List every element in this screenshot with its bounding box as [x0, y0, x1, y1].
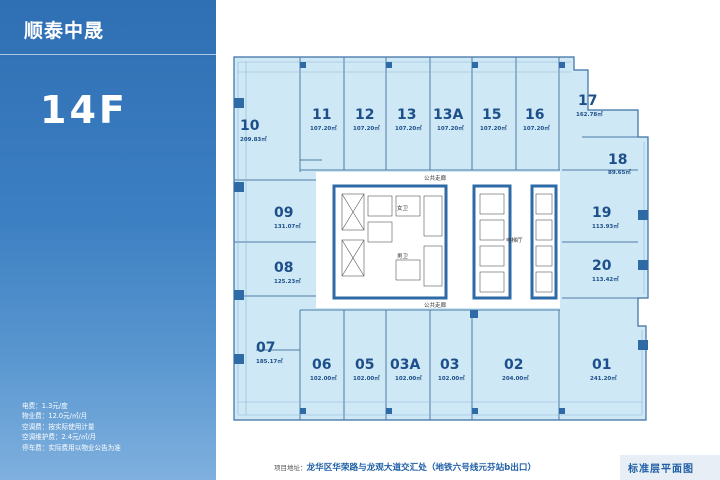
- unit-07[interactable]: 07 185.17㎡: [256, 340, 283, 365]
- unit-02[interactable]: 02 204.00㎡: [502, 357, 529, 382]
- unit-area: 131.07㎡: [274, 222, 301, 230]
- project-address: 项目地址：龙华区华荣路与龙观大道交汇处（地铁六号线元芬站b出口）: [274, 461, 536, 473]
- address-label: 项目地址：: [274, 464, 307, 472]
- plan-title: 标准层平面图: [628, 464, 694, 475]
- corridor-label-bottom: 公共走廊: [424, 301, 447, 309]
- unit-area: 107.20㎡: [353, 124, 380, 132]
- fee-electricity: 电费：1.3元/度: [22, 402, 68, 410]
- unit-20[interactable]: 20 113.42㎡: [592, 258, 619, 283]
- brand-logo: 顺泰中晟: [24, 20, 105, 42]
- unit-number: 03A: [390, 357, 420, 373]
- unit-area: 241.20㎡: [590, 374, 617, 382]
- restroom-female-label: 女卫: [397, 204, 409, 212]
- unit-number: 09: [274, 205, 293, 221]
- floor-plan: 公共走廊 公共走廊 女卫 男卫 电梯厅 10 209.83㎡ 11 107.20…: [233, 56, 649, 421]
- unit-01[interactable]: 01 241.20㎡: [590, 357, 617, 382]
- unit-area: 162.78㎡: [576, 110, 603, 118]
- elevator-hall-label: 电梯厅: [506, 236, 523, 244]
- unit-13a[interactable]: 13A 107.20㎡: [433, 107, 464, 132]
- unit-06[interactable]: 06 102.00㎡: [310, 357, 337, 382]
- unit-18[interactable]: 18 89.65㎡: [608, 152, 631, 176]
- unit-area: 113.42㎡: [592, 275, 619, 283]
- unit-08[interactable]: 08 125.23㎡: [274, 260, 301, 285]
- unit-number: 07: [256, 340, 275, 356]
- unit-area: 107.20㎡: [523, 124, 550, 132]
- unit-13[interactable]: 13 107.20㎡: [395, 107, 422, 132]
- unit-area: 89.65㎡: [608, 168, 631, 176]
- unit-area: 102.00㎡: [395, 374, 422, 382]
- floor-label: 14F: [40, 88, 128, 132]
- unit-number: 06: [312, 357, 331, 373]
- structural-columns: [234, 62, 648, 414]
- unit-area: 102.00㎡: [310, 374, 337, 382]
- unit-number: 16: [525, 107, 544, 123]
- unit-09[interactable]: 09 131.07㎡: [274, 205, 301, 230]
- unit-area: 107.20㎡: [310, 124, 337, 132]
- address-text: 龙华区华荣路与龙观大道交汇处（地铁六号线元芬站b出口）: [306, 463, 537, 473]
- unit-number: 19: [592, 205, 611, 221]
- fee-property: 物业费：12.0元/㎡/月: [22, 412, 88, 421]
- unit-number: 20: [592, 258, 612, 274]
- unit-number: 15: [482, 107, 501, 123]
- unit-number: 02: [504, 357, 523, 373]
- fee-parking: 停车费：实际费用以物业公告为准: [22, 443, 121, 452]
- unit-number: 13: [397, 107, 416, 123]
- unit-area: 113.93㎡: [592, 222, 619, 230]
- restroom-male-label: 男卫: [397, 253, 409, 260]
- unit-number: 08: [274, 260, 293, 276]
- unit-area: 107.20㎡: [395, 124, 422, 132]
- unit-area: 102.00㎡: [438, 374, 465, 382]
- unit-number: 05: [355, 357, 374, 373]
- unit-15[interactable]: 15 107.20㎡: [480, 107, 507, 132]
- unit-03a[interactable]: 03A 102.00㎡: [390, 357, 422, 382]
- plan-title-box: [620, 455, 720, 480]
- unit-number: 11: [312, 107, 331, 123]
- window-lines: [237, 61, 645, 416]
- unit-number: 03: [440, 357, 459, 373]
- sidebar-panel: 顺泰中晟 14F 电费：1.3元/度 物业费：12.0元/㎡/月 空调费：按实际…: [0, 0, 216, 480]
- logo-divider: [0, 54, 216, 55]
- fee-ac: 空调费：按实际使用计量: [22, 422, 95, 431]
- unit-area: 125.23㎡: [274, 277, 301, 285]
- fee-list: 电费：1.3元/度 物业费：12.0元/㎡/月 空调费：按实际使用计量 空调维护…: [22, 401, 121, 453]
- unit-number: 17: [578, 93, 597, 109]
- unit-12[interactable]: 12 107.20㎡: [353, 107, 380, 132]
- unit-03[interactable]: 03 102.00㎡: [438, 357, 465, 382]
- fee-ac-maintenance: 空调维护费：2.4元/㎡/月: [22, 433, 97, 442]
- partition-walls: [234, 57, 638, 420]
- unit-16[interactable]: 16 107.20㎡: [523, 107, 550, 132]
- unit-area: 102.00㎡: [353, 374, 380, 382]
- unit-17[interactable]: 17 162.78㎡: [576, 93, 603, 118]
- unit-area: 209.83㎡: [240, 135, 267, 143]
- unit-area: 107.20㎡: [480, 124, 507, 132]
- unit-number: 13A: [433, 107, 463, 123]
- unit-number: 10: [240, 118, 260, 134]
- building-core: [332, 184, 558, 300]
- unit-19[interactable]: 19 113.93㎡: [592, 205, 619, 230]
- unit-area: 185.17㎡: [256, 357, 283, 365]
- corridor-label-top: 公共走廊: [424, 174, 447, 182]
- unit-number: 18: [608, 152, 627, 168]
- unit-10[interactable]: 10 209.83㎡: [240, 118, 267, 143]
- unit-number: 12: [355, 107, 374, 123]
- unit-05[interactable]: 05 102.00㎡: [353, 357, 380, 382]
- unit-area: 107.20㎡: [437, 124, 464, 132]
- unit-area: 204.00㎡: [502, 374, 529, 382]
- unit-number: 01: [592, 357, 611, 373]
- unit-11[interactable]: 11 107.20㎡: [310, 107, 337, 132]
